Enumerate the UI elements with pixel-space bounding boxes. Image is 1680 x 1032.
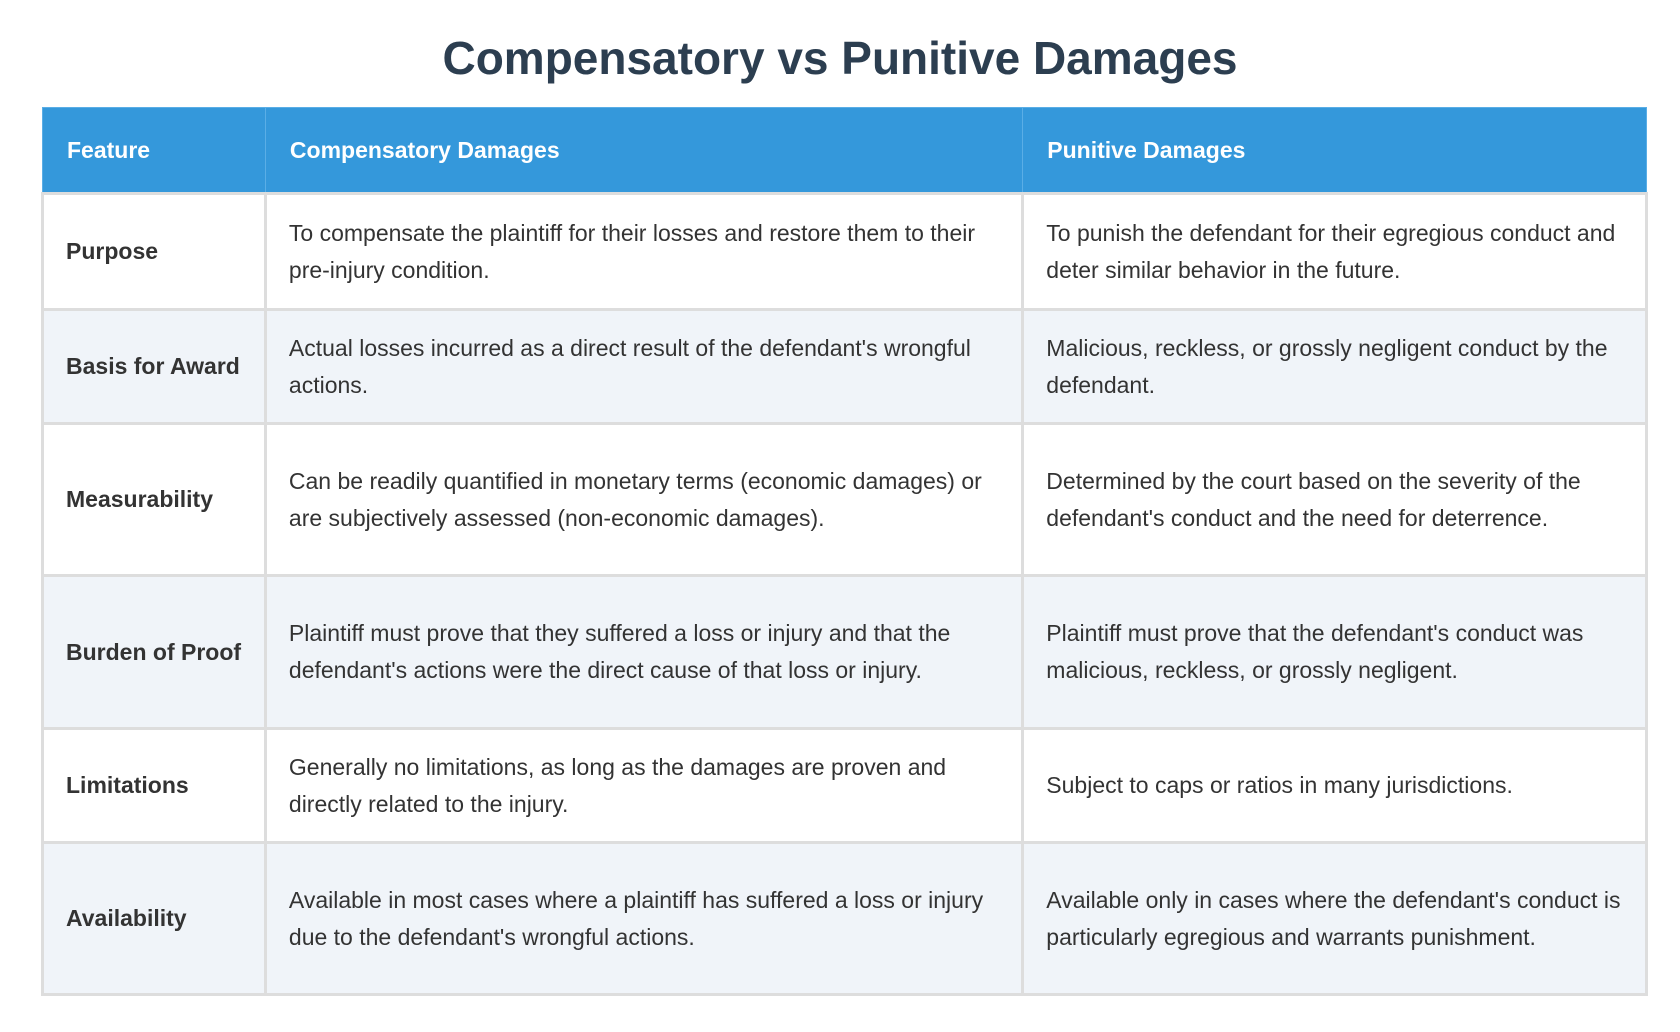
table-row: Limitations Generally no limitations, as…: [41, 727, 1648, 844]
compensatory-cell: Generally no limitations, as long as the…: [263, 727, 1025, 844]
comparison-table: Feature Compensatory Damages Punitive Da…: [41, 107, 1648, 996]
table-row: Purpose To compensate the plaintiff for …: [41, 192, 1648, 311]
feature-cell: Measurability: [41, 422, 267, 577]
feature-cell: Purpose: [41, 192, 267, 311]
punitive-cell: Subject to caps or ratios in many jurisd…: [1021, 727, 1648, 844]
header-compensatory: Compensatory Damages: [264, 107, 1024, 194]
header-punitive: Punitive Damages: [1022, 107, 1647, 194]
compensatory-cell: To compensate the plaintiff for their lo…: [263, 192, 1025, 311]
punitive-cell: Determined by the court based on the sev…: [1021, 422, 1648, 577]
punitive-cell: Malicious, reckless, or grossly negligen…: [1021, 308, 1648, 425]
compensatory-cell: Can be readily quantified in monetary te…: [263, 422, 1025, 577]
table-row: Measurability Can be readily quantified …: [41, 422, 1648, 577]
compensatory-cell: Plaintiff must prove that they suffered …: [263, 574, 1025, 730]
header-feature: Feature: [42, 107, 266, 194]
header-row: Feature Compensatory Damages Punitive Da…: [42, 107, 1647, 194]
feature-cell: Basis for Award: [41, 308, 267, 425]
table-row: Burden of Proof Plaintiff must prove tha…: [41, 574, 1648, 730]
feature-cell: Burden of Proof: [41, 574, 267, 730]
punitive-cell: To punish the defendant for their egregi…: [1021, 192, 1648, 311]
table-row: Availability Available in most cases whe…: [41, 841, 1648, 996]
page-title: Compensatory vs Punitive Damages: [442, 32, 1238, 84]
punitive-cell: Plaintiff must prove that the defendant'…: [1021, 574, 1648, 730]
feature-cell: Limitations: [41, 727, 267, 844]
table-row: Basis for Award Actual losses incurred a…: [41, 308, 1648, 425]
compensatory-cell: Available in most cases where a plaintif…: [263, 841, 1025, 996]
compensatory-cell: Actual losses incurred as a direct resul…: [263, 308, 1025, 425]
feature-cell: Availability: [41, 841, 267, 996]
punitive-cell: Available only in cases where the defend…: [1021, 841, 1648, 996]
